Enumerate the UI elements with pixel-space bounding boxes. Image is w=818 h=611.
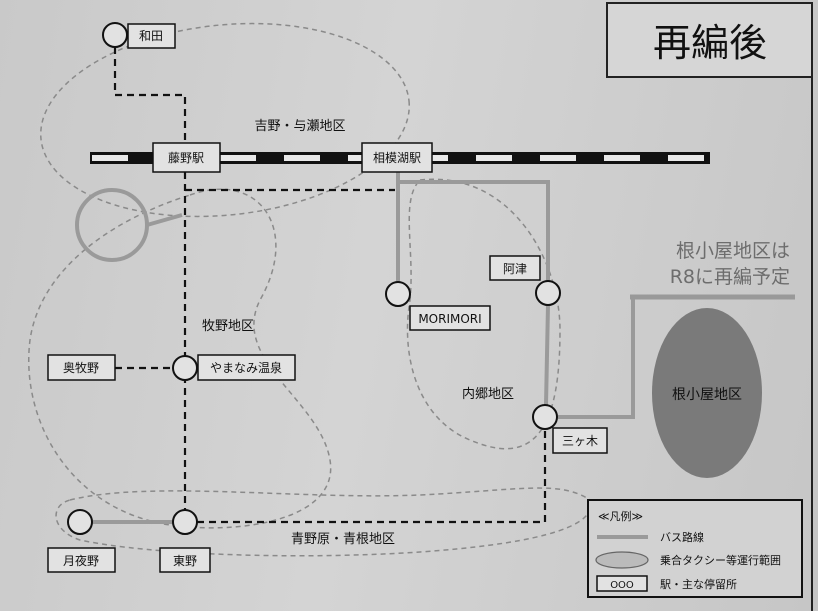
area-label-uchigo: 内郷地区 (462, 386, 514, 402)
stop-marker-tsukiyono (67, 509, 93, 535)
stop-box-tsukiyono (47, 547, 116, 573)
railway-segment (220, 155, 256, 161)
stop-box-yamanami (197, 354, 296, 381)
stop-marker-mikagi (532, 404, 558, 430)
bus-route-loop-link (146, 213, 183, 227)
stop-marker-azu (535, 280, 561, 306)
legend-station-swatch (596, 575, 648, 592)
taxi-area-makino (28, 188, 332, 529)
stop-markers (67, 22, 561, 535)
loop-route (75, 188, 149, 262)
stop-label-okumakino: 奥牧野 (63, 361, 99, 375)
note-line-1: 根小屋地区は (676, 240, 790, 262)
stop-box-higashino (159, 547, 211, 573)
area-label-yoshino: 吉野・与瀬地区 (254, 119, 345, 134)
taxi-area-yoshino (39, 22, 411, 218)
stop-box-wada (127, 23, 176, 49)
stop-box-azu (489, 255, 541, 281)
stop-label-wada: 和田 (139, 29, 163, 43)
bus-route-mikagi (544, 304, 550, 406)
stop-marker-wada (102, 22, 128, 48)
stop-box-mikagi (552, 427, 608, 454)
station-box-sagamiko (361, 142, 433, 173)
stop-box-morimori (409, 305, 491, 331)
railway-segment (476, 155, 512, 161)
area-label-makino: 牧野地区 (202, 319, 254, 334)
stop-marker-higashino (172, 509, 198, 535)
taxi-line-wada (113, 47, 187, 143)
legend: ≪凡例≫ バス路線 乗合タクシー等運行範囲 OOO 駅・主な停留所 (587, 499, 803, 598)
stop-label-morimori: MORIMORI (418, 312, 481, 326)
legend-station-label: 駅・主な停留所 (660, 577, 737, 591)
legend-bus-route-label: バス路線 (660, 530, 704, 544)
railway-segment (540, 155, 576, 161)
railway-segment (604, 155, 640, 161)
stop-label-tsukiyono: 月夜野 (63, 553, 99, 568)
legend-title: ≪凡例≫ (598, 509, 643, 523)
stop-label-azu: 阿津 (503, 262, 527, 276)
legend-taxi-area-swatch (595, 551, 649, 569)
stop-box-okumakino (47, 354, 116, 381)
taxi-lines (113, 47, 547, 524)
stop-label-yamanami: やまなみ温泉 (210, 361, 282, 375)
railway-segment (668, 155, 704, 161)
taxi-areas (28, 22, 592, 557)
note-line-2: R8に再編予定 (670, 266, 790, 288)
railway-segment (284, 155, 320, 161)
legend-station-sample: OOO (610, 580, 634, 591)
stop-label-mikagi: 三ヶ木 (562, 434, 598, 448)
negoya-area (652, 308, 762, 478)
taxi-area-uchigo (406, 178, 561, 450)
legend-taxi-area-label: 乗合タクシー等運行範囲 (660, 553, 781, 567)
station-box-fujino (152, 142, 221, 173)
station-label-sagamiko: 相模湖駅 (373, 150, 421, 165)
bus-route-azu (398, 180, 550, 281)
station-label-fujino: 藤野駅 (168, 151, 204, 165)
stop-marker-morimori (385, 281, 411, 307)
stop-marker-yamanami (172, 355, 198, 381)
title-box (606, 2, 813, 78)
page-title: 再編後 (653, 21, 767, 65)
area-label-aonohara: 青野原・青根地区 (291, 532, 395, 547)
stop-label-higashino: 東野 (173, 554, 197, 568)
taxi-area-aonohara (55, 487, 592, 557)
railway-segment (92, 155, 128, 161)
area-label-negoya: 根小屋地区 (672, 387, 742, 403)
taxi-line-aonohara (197, 430, 547, 524)
